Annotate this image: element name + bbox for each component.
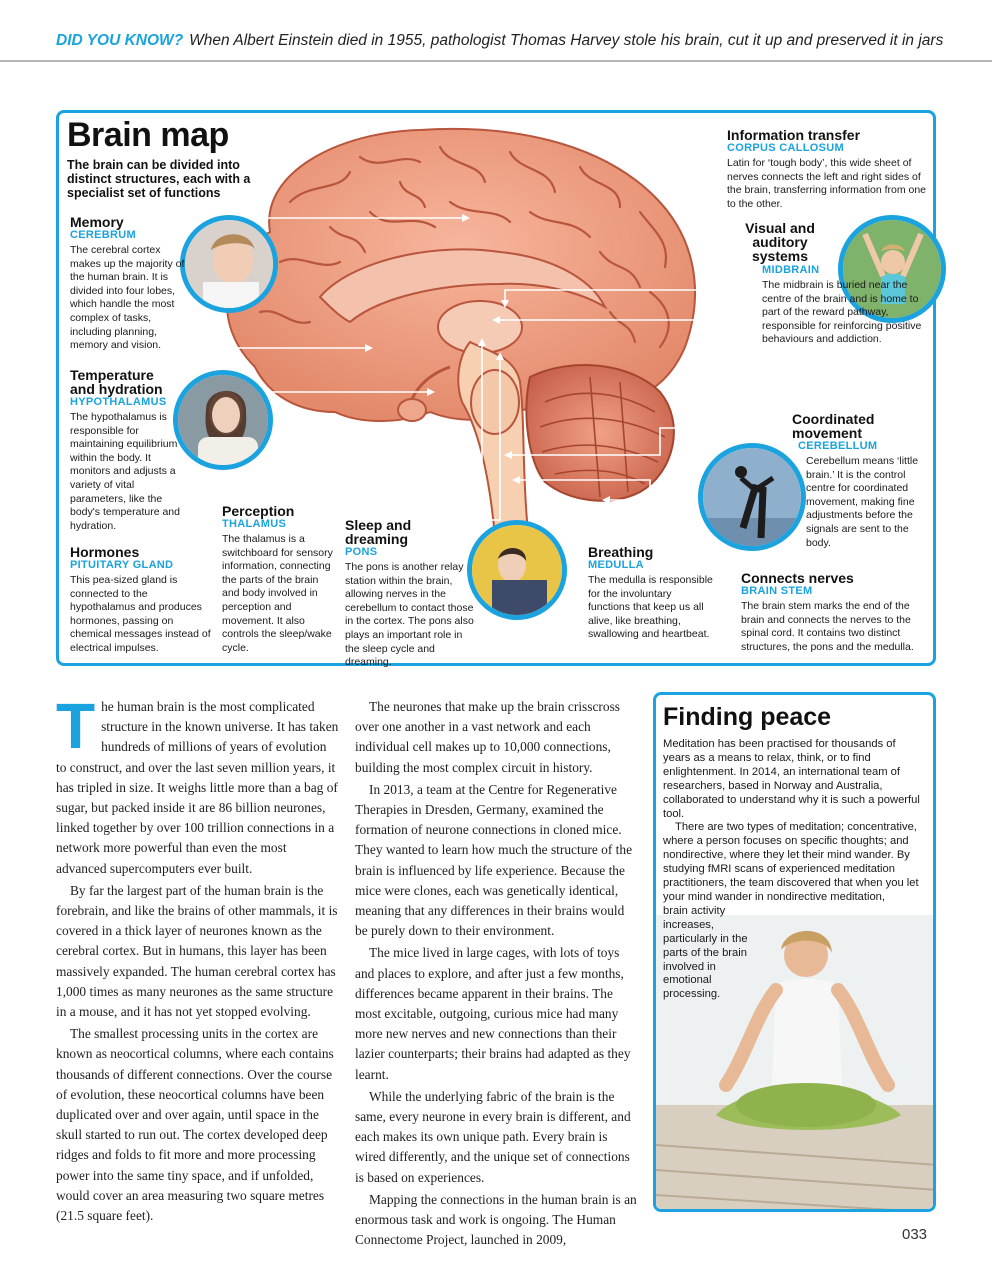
dropcap: T: [56, 690, 96, 762]
finding-peace-title: Finding peace: [663, 703, 832, 731]
cerebellum-shape: [525, 364, 675, 502]
visual-photo: [838, 215, 946, 323]
label-visual: MIDBRAIN The midbrain is buried near the…: [762, 264, 922, 347]
peace-p1: Meditation has been practised for thousa…: [663, 738, 920, 820]
label-information: Information transfer CORPUS CALLOSUM Lat…: [727, 128, 927, 211]
finding-peace-text: Meditation has been practised for thousa…: [663, 738, 925, 1002]
hormones-sub: PITUITARY GLAND: [70, 559, 174, 571]
article-col2-p3: The mice lived in large cages, with lots…: [355, 945, 631, 1082]
finding-peace-box: [653, 692, 936, 1212]
pons-shape: [470, 369, 520, 435]
hormones-heading: Hormones: [70, 544, 140, 560]
label-memory: Memory CEREBRUM The cerebral cortex make…: [70, 215, 188, 353]
thalamus-shape: [437, 300, 523, 354]
breathing-heading: Breathing: [588, 544, 654, 560]
peace-p2a: There are two types of meditation; conce…: [663, 821, 919, 903]
sleep-sub: PONS: [345, 546, 378, 558]
sleep-body: The pons is another relay station within…: [345, 561, 474, 669]
label-perception: Perception THALAMUS The thalamus is a sw…: [222, 504, 337, 655]
article-col1-p3: The smallest processing units in the cor…: [56, 1026, 334, 1224]
perception-heading: Perception: [222, 503, 295, 519]
did-you-know-text: DID YOU KNOW? When Albert Einstein died i…: [56, 32, 943, 50]
page-number: 033: [902, 1226, 928, 1243]
article-col1-p1-text: he human brain is the most complicated s…: [56, 699, 339, 876]
did-you-know-fact: When Albert Einstein died in 1955, patho…: [189, 32, 944, 49]
sleep-photo: [467, 520, 567, 620]
information-heading: Information transfer: [727, 127, 861, 143]
meditation-photo: [656, 915, 933, 1209]
label-coordinated: Coordinated movement CEREBELLUM Cerebell…: [792, 412, 920, 550]
memory-body: The cerebral cortex makes up the majorit…: [70, 244, 185, 352]
perception-sub: THALAMUS: [222, 518, 287, 530]
temperature-body: The hypothalamus is responsible for main…: [70, 411, 180, 532]
visual-heading: Visual and auditory systems: [745, 220, 815, 264]
memory-sub: CEREBRUM: [70, 229, 136, 241]
label-sleep: Sleep and dreaming PONS The pons is anot…: [345, 518, 475, 670]
article-col2-p1: The neurones that make up the brain cris…: [355, 699, 620, 775]
label-temperature: Temperature and hydration HYPOTHALAMUS T…: [70, 368, 180, 533]
brain-map-intro: The brain can be divided into distinct s…: [67, 158, 251, 200]
perception-body: The thalamus is a switchboard for sensor…: [222, 533, 333, 654]
connects-heading: Connects nerves: [741, 570, 854, 586]
peace-p2b: brain activity increases, particularly i…: [663, 904, 748, 1001]
label-breathing: Breathing MEDULLA The medulla is respons…: [588, 545, 713, 642]
article-col2-p4: While the underlying fabric of the brain…: [355, 1088, 631, 1185]
information-sub: CORPUS CALLOSUM: [727, 142, 844, 154]
visual-sub: MIDBRAIN: [762, 264, 820, 276]
memory-photo: [180, 215, 278, 313]
brain-map-title: Brain map: [67, 116, 229, 154]
connects-body: The brain stem marks the end of the brai…: [741, 600, 914, 653]
article-column-2: The neurones that make up the brain cris…: [355, 697, 638, 1250]
did-you-know-label: DID YOU KNOW?: [56, 32, 184, 49]
article-col2-p5: Mapping the connections in the human bra…: [355, 1191, 637, 1248]
memory-heading: Memory: [70, 214, 124, 230]
sleep-heading: Sleep and dreaming: [345, 517, 412, 547]
article-col2-p2: In 2013, a team at the Centre for Regene…: [355, 781, 633, 939]
coordinated-photo: [698, 443, 806, 551]
connects-sub: BRAIN STEM: [741, 585, 813, 597]
temperature-photo: [173, 370, 273, 470]
label-visual-heading-block: Visual and auditory systems: [735, 221, 825, 263]
breathing-sub: MEDULLA: [588, 559, 644, 571]
temperature-sub: HYPOTHALAMUS: [70, 396, 167, 408]
visual-body: The midbrain is buried near the centre o…: [762, 279, 922, 346]
coordinated-heading: Coordinated movement: [792, 411, 875, 441]
breathing-body: The medulla is responsible for the invol…: [588, 574, 713, 641]
hormones-body: This pea-sized gland is connected to the…: [70, 574, 211, 654]
article-col1-p2: By far the largest part of the human bra…: [56, 882, 338, 1020]
pituitary-shape: [397, 398, 427, 422]
coordinated-body: Cerebellum means ‘little brain.’ It is t…: [806, 455, 919, 549]
did-you-know-bar: DID YOU KNOW? When Albert Einstein died i…: [0, 0, 992, 62]
top-divider: [0, 60, 992, 62]
coordinated-sub: CEREBELLUM: [798, 440, 878, 452]
label-hormones: Hormones PITUITARY GLAND This pea-sized …: [70, 545, 212, 656]
label-connects: Connects nerves BRAIN STEM The brain ste…: [741, 571, 926, 654]
temperature-heading: Temperature and hydration: [70, 367, 163, 397]
information-body: Latin for ‘tough body’, this wide sheet …: [727, 157, 927, 210]
